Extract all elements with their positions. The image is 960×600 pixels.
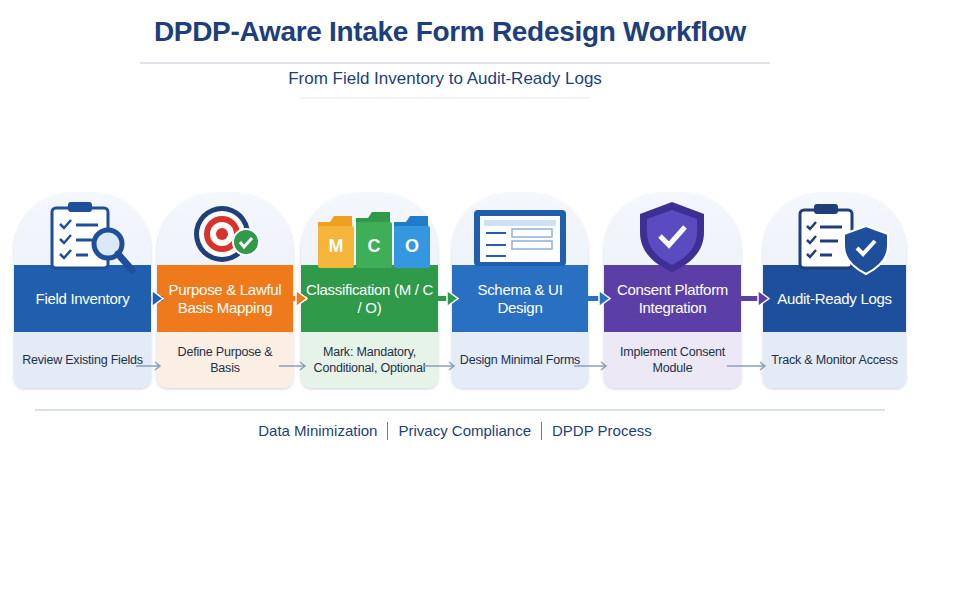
target-icon <box>194 206 259 262</box>
card-band: Consent Platform Integration <box>604 265 741 332</box>
card-band: Purpose & Lawful Basis Mapping <box>157 265 293 332</box>
card-band: Schema & UI Design <box>452 265 588 332</box>
subtitle: From Field Inventory to Audit-Ready Logs <box>200 69 690 89</box>
audit-icon <box>800 204 888 274</box>
process-card: Audit-Ready LogsTrack & Monitor Access <box>763 193 906 388</box>
arrow-head <box>296 291 307 307</box>
card-body: Define Purpose & Basis <box>157 332 293 388</box>
card-band: Audit-Ready Logs <box>763 265 906 332</box>
arrow-head <box>758 291 769 307</box>
monitor-icon <box>474 210 566 266</box>
flow-arrow <box>432 291 458 307</box>
card-heading: Consent Platform Integration <box>604 281 741 317</box>
process-card: Field InventoryReview Existing Fields <box>14 193 151 388</box>
arrow-head <box>599 291 610 307</box>
arrow-shaft <box>735 296 769 301</box>
subtitle-rule <box>300 98 590 99</box>
card-heading: Field Inventory <box>32 290 134 308</box>
flow-arrow <box>582 291 610 307</box>
flow-arrow <box>735 291 769 307</box>
card-band: Field Inventory <box>14 265 151 332</box>
arrow-head <box>152 291 163 307</box>
lower-arrows <box>136 362 765 370</box>
process-card: Consent Platform IntegrationImplement Co… <box>604 193 741 388</box>
card-body: Review Existing Fields <box>14 332 151 388</box>
process-card: Purpose & Lawful Basis MappingDefine Pur… <box>157 193 293 388</box>
card-heading: Audit-Ready Logs <box>773 290 895 308</box>
card-body: Implement Consent Module <box>604 332 741 388</box>
flow-arrow <box>287 291 307 307</box>
card-heading: Purpose & Lawful Basis Mapping <box>157 281 293 317</box>
title-rule <box>140 62 770 64</box>
card-body: Mark: Mandatory, Conditional, Optional <box>301 332 438 388</box>
arrow-head <box>447 291 458 307</box>
arrow-shaft <box>145 296 163 301</box>
card-description: Track & Monitor Access <box>765 352 903 368</box>
folder-icons <box>318 212 430 268</box>
footer-row: Data MinimizationPrivacy ComplianceDPDP … <box>60 422 850 440</box>
card-description: Define Purpose & Basis <box>157 344 293 376</box>
shield-icon <box>640 202 704 272</box>
card-body: Track & Monitor Access <box>763 332 906 388</box>
arrow-shaft <box>287 296 307 301</box>
card-description: Mark: Mandatory, Conditional, Optional <box>301 344 438 376</box>
footer-item: Data Minimization <box>248 422 387 440</box>
process-card: Classification (M / C / O) Mark: Mandator… <box>301 193 438 388</box>
card-heading: Schema & UI Design <box>452 281 588 317</box>
card-description: Design Minimal Forms <box>454 352 586 368</box>
card-description: Review Existing Fields <box>16 352 149 368</box>
clipboard-icon <box>52 202 132 270</box>
footer-item: DPDP Process <box>541 422 662 440</box>
flow-arrow <box>145 291 163 307</box>
card-heading: Classification (M / C / O) <box>301 281 438 317</box>
footer-item: Privacy Compliance <box>387 422 541 440</box>
card-body: Design Minimal Forms <box>452 332 588 388</box>
footer-rule <box>35 409 885 411</box>
arrow-shaft <box>432 296 458 301</box>
arrow-shaft <box>582 296 610 301</box>
card-band: Classification (M / C / O) <box>301 265 438 332</box>
card-description: Implement Consent Module <box>604 344 741 376</box>
process-card: Schema & UI DesignDesign Minimal Forms <box>452 193 588 388</box>
diagram-title: DPDP-Aware Intake Form Redesign Workflow <box>100 16 800 48</box>
